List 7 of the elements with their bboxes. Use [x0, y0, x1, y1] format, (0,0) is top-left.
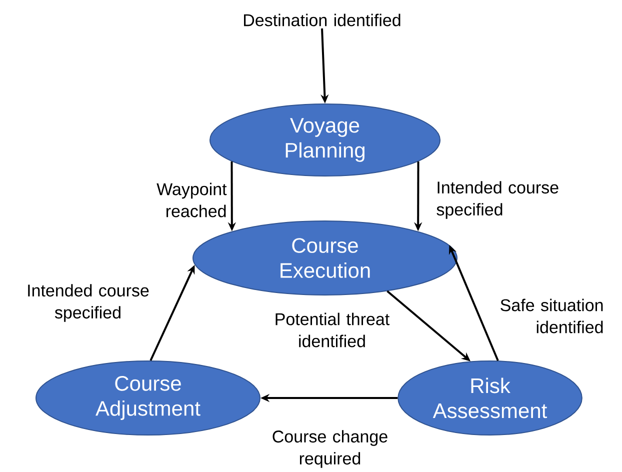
- edge-label: Waypoint reached: [156, 182, 227, 218]
- start-text: Destination identified: [244, 14, 400, 26]
- edge-label: Course change required: [272, 430, 388, 468]
- edge-label: Intended course specified: [436, 181, 558, 219]
- edge-label: Potential threat identified: [276, 312, 390, 348]
- edge-label: Intended course specified: [28, 284, 149, 322]
- edge-label: Safe situation identified: [500, 298, 603, 334]
